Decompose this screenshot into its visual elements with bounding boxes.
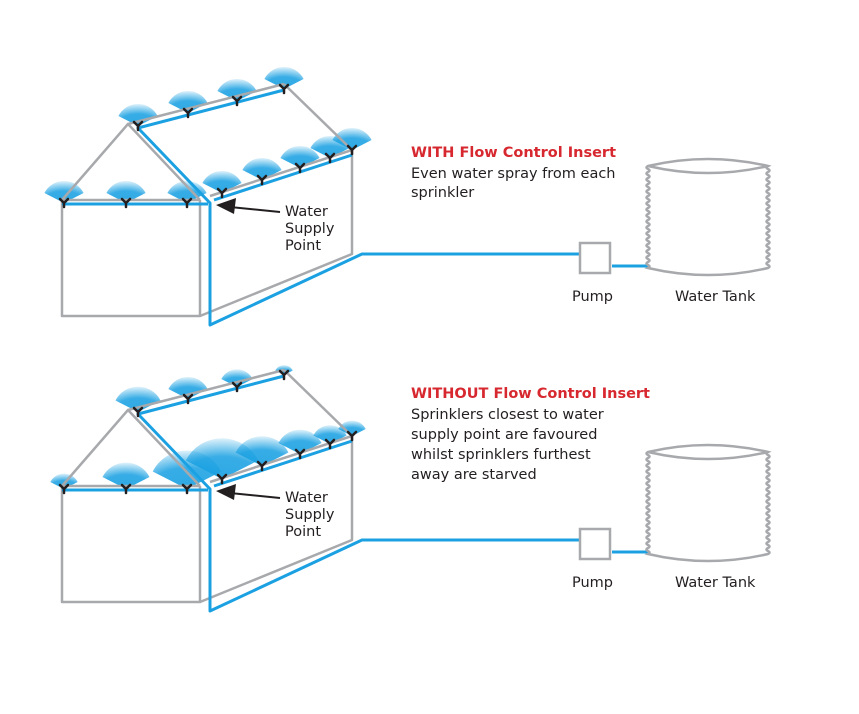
water-tank-icon [644, 157, 772, 277]
sprinkler-sprays [50, 365, 366, 489]
sprinkler-head-icon [294, 448, 306, 460]
water-spray-ridge [118, 104, 158, 126]
water-spray-eave-side [235, 436, 289, 466]
water-spray-ridge [217, 79, 257, 101]
panel-description: Even water spray from each sprinkler [411, 166, 620, 201]
pump-label: Pump [572, 289, 613, 305]
water-spray-eave-side [338, 420, 366, 436]
sprinkler-head-icon [182, 107, 194, 119]
house: Water Supply Point [44, 67, 650, 327]
sprinkler-head-icon [216, 187, 228, 199]
sprinkler-heads [58, 369, 358, 495]
sprinkler-head-icon [58, 483, 70, 495]
sprinkler-head-icon [231, 381, 243, 393]
sprinkler-head-icon [346, 430, 358, 442]
side-wall [199, 436, 354, 604]
supply-pipe [136, 374, 582, 613]
sprinkler-head-icon [346, 144, 358, 156]
water-spray-ridge [168, 377, 208, 399]
sprinkler-head-icon [294, 162, 306, 174]
back-roof-edge [283, 369, 353, 437]
sprinkler-sprays [44, 67, 372, 203]
supply-arrow-head [216, 484, 236, 500]
panel-description: Sprinklers closest to water supply point… [411, 407, 608, 483]
panel-with-flow-control: Water Supply Point WITH Flow Control Ins… [44, 67, 772, 327]
water-spray-eave-side [242, 158, 282, 180]
sprinkler-head-icon [120, 483, 132, 495]
water-spray-ridge [221, 369, 253, 387]
sprinkler-head-icon [132, 406, 144, 418]
sprinkler-head-icon [256, 460, 268, 472]
supply-arrow-line [229, 206, 281, 213]
water-spray-ridge [264, 67, 304, 89]
tank-body [644, 157, 772, 277]
pump-label: Pump [572, 575, 613, 591]
water-spray-eave-side [332, 128, 372, 150]
water-spray-eave-front [102, 462, 150, 489]
ridge-line [127, 82, 285, 126]
sprinkler-head-icon [324, 152, 336, 164]
sprinkler-heads [58, 83, 358, 209]
tank-top-rim [647, 164, 769, 175]
sprinkler-head-icon [181, 197, 193, 209]
sprinkler-head-icon [231, 95, 243, 107]
supply-pipe [136, 88, 582, 327]
water-tank-label: Water Tank [675, 575, 756, 591]
house: Water Supply Point [50, 365, 650, 613]
sprinkler-head-icon [216, 473, 228, 485]
ridge-line [127, 368, 285, 412]
water-spray-eave-front [106, 181, 146, 203]
supply-arrow-head [216, 198, 236, 214]
water-tank-icon [644, 443, 772, 563]
panel-heading: WITHOUT Flow Control Insert [411, 386, 650, 402]
side-wall [199, 150, 354, 318]
tank-top-rim [647, 450, 769, 461]
supply-point-label: Water Supply Point [285, 204, 339, 254]
sprinkler-head-icon [132, 120, 144, 132]
water-spray-ridge [168, 91, 208, 113]
sprinkler-head-icon [182, 393, 194, 405]
front-gable-wall [60, 200, 202, 318]
supply-arrow-line [229, 492, 281, 499]
water-spray-eave-side [202, 171, 242, 193]
tank-body [644, 443, 772, 563]
pump-icon [578, 241, 612, 275]
sprinkler-head-icon [278, 83, 290, 95]
supply-point-label: Water Supply Point [285, 490, 339, 540]
sprinkler-head-icon [181, 483, 193, 495]
back-roof-edge [283, 83, 353, 151]
sprinkler-head-icon [256, 174, 268, 186]
pump-icon [578, 527, 612, 561]
sprinkler-head-icon [278, 369, 290, 381]
sprinkler-head-icon [324, 438, 336, 450]
water-spray-eave-side [278, 429, 322, 454]
sprinkler-head-icon [120, 197, 132, 209]
water-tank-label: Water Tank [675, 289, 756, 305]
panel-heading: WITH Flow Control Insert [411, 145, 616, 161]
sprinkler-head-icon [58, 197, 70, 209]
front-gable-wall [60, 486, 202, 604]
panel-without-flow-control: Water Supply Point WITHOUT Flow Control … [50, 365, 772, 613]
